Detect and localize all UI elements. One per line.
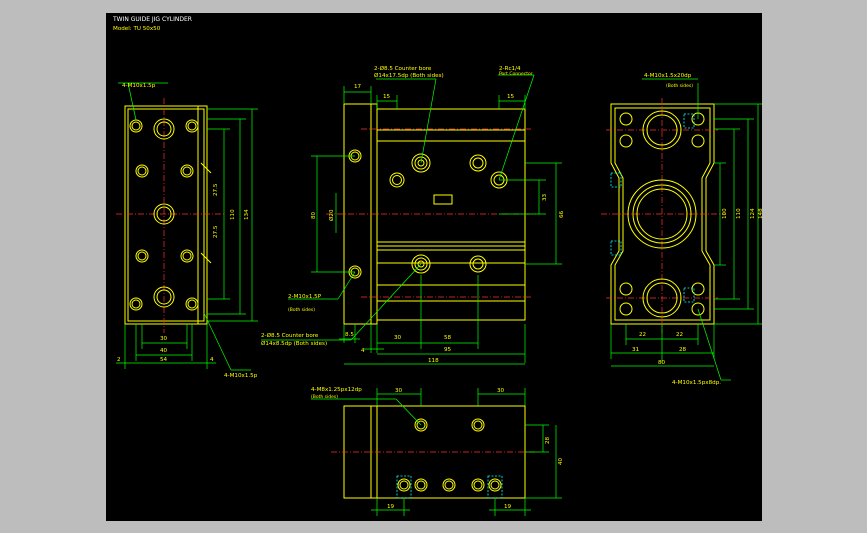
dim-left-30: 30 bbox=[160, 336, 168, 342]
model-label: Model: TU 50x50 bbox=[113, 26, 161, 32]
dim-right-22a: 22 bbox=[639, 332, 646, 338]
right-view-holes bbox=[619, 110, 705, 318]
dim-right-110: 110 bbox=[736, 208, 742, 219]
left-side-view: 27.5 27.5 110 134 30 40 54 2 4 4-M10x1.5… bbox=[116, 82, 258, 379]
dim-bottom-28: 28 bbox=[545, 436, 551, 444]
front-callout-port-sub: Port Connector bbox=[499, 71, 533, 77]
front-callout-counterbore-sub: Ø14x17.5dp (Both sides) bbox=[374, 72, 444, 79]
right-callout-top-sub: (Both sides) bbox=[666, 83, 693, 89]
front-view-holes bbox=[348, 149, 508, 279]
dim-bottom-40: 40 bbox=[558, 457, 564, 465]
dim-right-31: 31 bbox=[632, 347, 640, 353]
dim-front-80: 80 bbox=[311, 211, 317, 219]
front-callout-counterbore: 2-Ø8.5 Counter bore bbox=[374, 65, 432, 72]
front-view: 17 15 15 80 Ø20 33 66 8.5 4 30 58 95 118… bbox=[261, 65, 565, 365]
drawing-title: TWIN GUIDE JIG CYLINDER bbox=[112, 16, 192, 23]
dim-bottom-30b: 30 bbox=[497, 388, 505, 394]
drawing-canvas[interactable]: .o{fill:none;stroke:#ffff00;stroke-width… bbox=[106, 13, 764, 521]
left-callout-top: 4-M10x1.5p bbox=[122, 83, 156, 89]
dim-left-40: 40 bbox=[160, 348, 168, 354]
dim-left-54: 54 bbox=[160, 357, 168, 363]
dim-front-17: 17 bbox=[354, 84, 362, 90]
dim-right-28: 28 bbox=[679, 347, 687, 353]
bottom-callout: 4-M8x1.25px12dp bbox=[311, 387, 362, 393]
dim-front-58: 58 bbox=[444, 335, 452, 341]
front-callout-counterbore2: 2-Ø8.5 Counter bore bbox=[261, 332, 319, 339]
dim-bottom-19a: 19 bbox=[387, 504, 395, 510]
left-callout-bottom: 4-M10x1.5p bbox=[224, 373, 258, 379]
left-body-outline bbox=[124, 105, 208, 325]
dim-left-4: 4 bbox=[210, 357, 214, 363]
dim-left-110: 110 bbox=[230, 209, 236, 220]
right-side-view: 100 110 124 148 22 22 31 28 80 4-M10x1.5… bbox=[601, 73, 764, 386]
dim-front-15a: 15 bbox=[383, 94, 391, 100]
dim-right-148: 148 bbox=[758, 208, 762, 219]
dim-right-22b: 22 bbox=[676, 332, 683, 338]
dim-right-80: 80 bbox=[658, 360, 666, 366]
front-callout-tap-sub: (Both sides) bbox=[288, 307, 315, 313]
dim-left-2: 2 bbox=[117, 357, 121, 363]
right-callout-bottom: 4-M10x1.5px8dp. bbox=[672, 380, 721, 386]
dim-bottom-30a: 30 bbox=[395, 388, 403, 394]
dim-front-phi20: Ø20 bbox=[328, 209, 335, 221]
dim-right-124: 124 bbox=[750, 208, 756, 219]
bottom-callout-sub: (Both sides) bbox=[311, 394, 338, 400]
front-callout-counterbore2-sub: Ø14x8.5dp (Both sides) bbox=[261, 340, 327, 347]
dim-front-4: 4 bbox=[361, 348, 365, 354]
dim-front-33: 33 bbox=[542, 193, 548, 201]
dim-left-27-5a: 27.5 bbox=[213, 183, 219, 196]
bottom-view-holes bbox=[397, 418, 502, 492]
front-callout-port: 2-Rc1/4 bbox=[499, 66, 521, 72]
dim-front-95: 95 bbox=[444, 347, 452, 353]
dim-front-8-5: 8.5 bbox=[345, 332, 354, 338]
dim-front-30: 30 bbox=[394, 335, 402, 341]
dim-front-118: 118 bbox=[428, 358, 439, 364]
left-view-holes bbox=[129, 118, 199, 311]
right-callout-top: 4-M10x1.5x20dp bbox=[644, 73, 692, 79]
cad-drawing: .o{fill:none;stroke:#ffff00;stroke-width… bbox=[112, 16, 764, 516]
dim-bottom-19b: 19 bbox=[504, 504, 512, 510]
dim-left-27-5b: 27.5 bbox=[213, 225, 219, 238]
dim-front-15b: 15 bbox=[507, 94, 515, 100]
dim-front-66: 66 bbox=[559, 210, 565, 218]
dim-right-100: 100 bbox=[722, 208, 728, 219]
dim-left-134: 134 bbox=[244, 209, 250, 220]
front-callout-tap: 2-M10x1.5P bbox=[288, 294, 322, 300]
bottom-view: 30 30 28 40 19 19 4-M8x1.25px12dp (Both … bbox=[311, 387, 564, 516]
front-nameplate bbox=[433, 194, 453, 205]
right-view-hidden-lines bbox=[610, 113, 695, 303]
